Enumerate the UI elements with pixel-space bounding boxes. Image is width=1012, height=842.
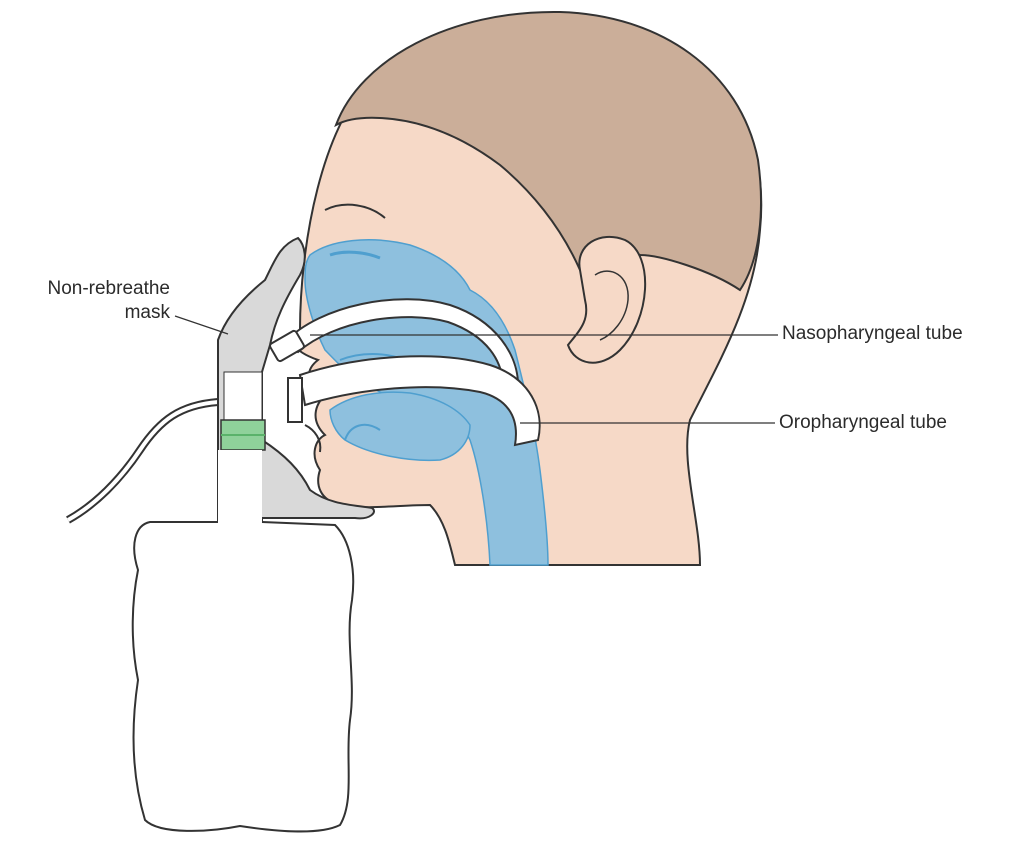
bag-neck bbox=[218, 450, 262, 522]
oropharyngeal-flange bbox=[288, 378, 302, 422]
mask-leader-line bbox=[175, 316, 228, 334]
oxygen-tubing bbox=[68, 402, 218, 520]
label-nasopharyngeal-tube: Nasopharyngeal tube bbox=[782, 322, 963, 346]
reservoir-bag bbox=[133, 522, 353, 832]
mask-port bbox=[224, 372, 262, 420]
label-oropharyngeal-tube: Oropharyngeal tube bbox=[779, 411, 947, 435]
label-non-rebreathe-mask: Non-rebreathe mask bbox=[18, 277, 170, 325]
label-mask-line1: Non-rebreathe bbox=[18, 277, 170, 301]
label-mask-line2: mask bbox=[18, 301, 170, 325]
